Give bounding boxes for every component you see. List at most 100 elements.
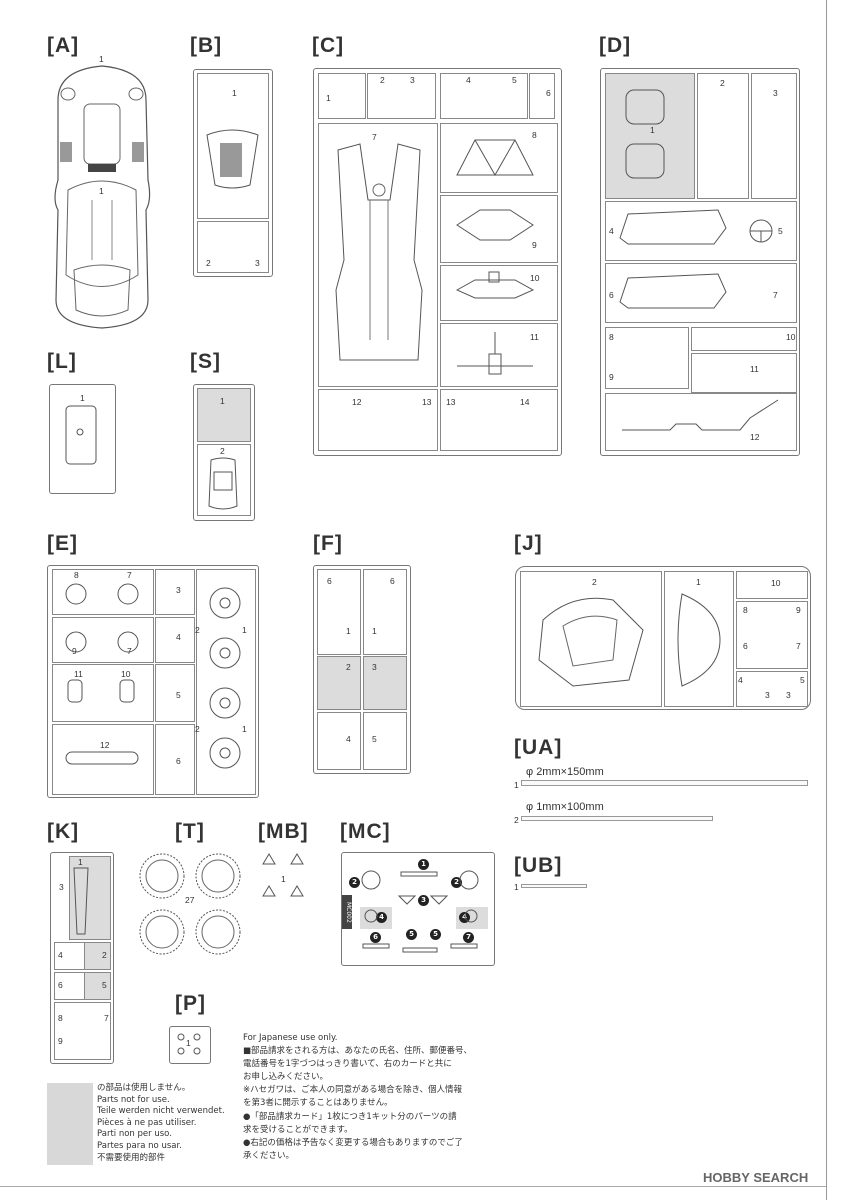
- crossmember-drawing: [455, 271, 535, 299]
- part-cell: [196, 569, 256, 795]
- part-cell: [363, 712, 407, 770]
- part-cell: [440, 323, 558, 387]
- part-number: 3: [255, 258, 260, 268]
- metal-part-drawings: [262, 853, 304, 897]
- mini-car-drawing: [208, 457, 238, 510]
- door-panel-drawing: [619, 273, 727, 309]
- section-ua-label: [UA]: [514, 736, 563, 759]
- part-number: 2: [206, 258, 211, 268]
- part-number: 9: [532, 240, 537, 250]
- part-cell: [318, 123, 438, 387]
- part-cell: [691, 353, 797, 393]
- unused-parts-swatch: [47, 1083, 93, 1165]
- section-s-label: [S]: [190, 350, 221, 373]
- part-number: 3: [773, 88, 778, 98]
- part-number: 13: [422, 397, 432, 407]
- legend-line: Partes para no usar.: [97, 1140, 182, 1151]
- runner-b: [193, 69, 273, 277]
- note-line: ●「部品請求カード」1枚につき1キット分のパーツの請: [243, 1111, 457, 1122]
- part-number: 5: [512, 75, 517, 85]
- section-f-label: [F]: [313, 532, 343, 555]
- part-cell: [751, 73, 797, 199]
- note-line: ●右記の価格は予告なく変更する場合もありますのでご了: [243, 1137, 463, 1148]
- part-number: 7: [796, 641, 801, 651]
- part-number: 1: [696, 577, 701, 587]
- section-ub-label: [UB]: [514, 854, 563, 877]
- part-number: 2: [195, 625, 200, 635]
- legend-line: Parts not for use.: [97, 1094, 170, 1105]
- part-number: 13: [446, 397, 456, 407]
- runner-e: [47, 565, 259, 798]
- part-number: 4: [176, 632, 181, 642]
- part-number: 7: [104, 1013, 109, 1023]
- runner-c: [313, 68, 562, 456]
- part-number: 1: [80, 393, 85, 403]
- part-number: 10: [771, 578, 781, 588]
- part-number: 1: [281, 874, 286, 884]
- part-number: 1: [372, 626, 377, 636]
- part-number: 1: [186, 1038, 191, 1048]
- part-cell: [664, 571, 734, 707]
- part-number: 6: [327, 576, 332, 586]
- section-l-label: [L]: [47, 350, 77, 373]
- part-number: 4: [609, 226, 614, 236]
- runner-d: [600, 68, 800, 456]
- part-number: 3: [765, 690, 770, 700]
- section-a-label: [A]: [47, 34, 80, 57]
- exhaust-drawing: [622, 399, 779, 431]
- part-cell: [363, 569, 407, 655]
- seat-drawing: [625, 89, 665, 179]
- note-line: 電話番号を1字づつはっきり書いて、右のカードと共に: [243, 1059, 452, 1070]
- part-number: 3: [59, 882, 64, 892]
- chassis-drawing: [335, 143, 423, 361]
- part-number: 7: [127, 570, 132, 580]
- part-cell: [520, 571, 662, 707]
- part-cell: [440, 195, 558, 263]
- part-cell: [52, 617, 154, 663]
- runner-p: [169, 1026, 211, 1064]
- legend-line: の部品は使用しません。: [97, 1083, 191, 1093]
- part-number: 4: [376, 912, 387, 923]
- section-p-label: [P]: [175, 992, 206, 1015]
- part-number: 6: [546, 88, 551, 98]
- rod-2-spec: φ 1mm×100mm: [526, 801, 604, 813]
- part-cell: [605, 393, 797, 451]
- part-number: 1: [418, 859, 429, 870]
- part-number: 8: [58, 1013, 63, 1023]
- part-number: 1: [78, 857, 83, 867]
- part-number: 2: [195, 724, 200, 734]
- car-body-drawing: [54, 65, 151, 329]
- note-line: For Japanese use only.: [243, 1033, 338, 1043]
- part-cell: [52, 664, 154, 722]
- part-cell: [318, 73, 366, 119]
- part-number: 3: [418, 895, 429, 906]
- part-cell: [155, 569, 195, 615]
- part-number: 11: [530, 332, 539, 342]
- part-number: 4: [459, 912, 470, 923]
- part-number: 2: [451, 877, 462, 888]
- part-number: 1: [99, 186, 104, 196]
- part-cell: [736, 671, 808, 707]
- part-number: 9: [796, 605, 801, 615]
- section-b-label: [B]: [190, 34, 223, 57]
- metal-sheet-parts-drawing: [361, 870, 479, 953]
- note-line: 承ください。: [243, 1150, 295, 1161]
- part-number: 8: [609, 332, 614, 342]
- section-c-label: [C]: [312, 34, 345, 57]
- part-number: 11: [750, 364, 759, 374]
- part-cell: [52, 724, 154, 795]
- note-line: ※ハセガワは、ご本人の同意がある場合を除き、個人情報: [243, 1085, 463, 1096]
- part-number: 4: [738, 675, 743, 685]
- part-number: 7: [127, 646, 132, 656]
- part-number: 5: [430, 929, 441, 940]
- part-number: 3: [786, 690, 791, 700]
- part-number: 1: [232, 88, 237, 98]
- part-number: 2: [346, 662, 351, 672]
- part-cell: [691, 327, 797, 351]
- part-cell-unused: [363, 656, 407, 710]
- brake-disc-drawings: [65, 583, 139, 703]
- part-number: 1: [99, 54, 104, 64]
- runner-k: [50, 852, 114, 1064]
- part-number: 8: [743, 605, 748, 615]
- legend-line: 不需要使用的部件: [97, 1152, 166, 1163]
